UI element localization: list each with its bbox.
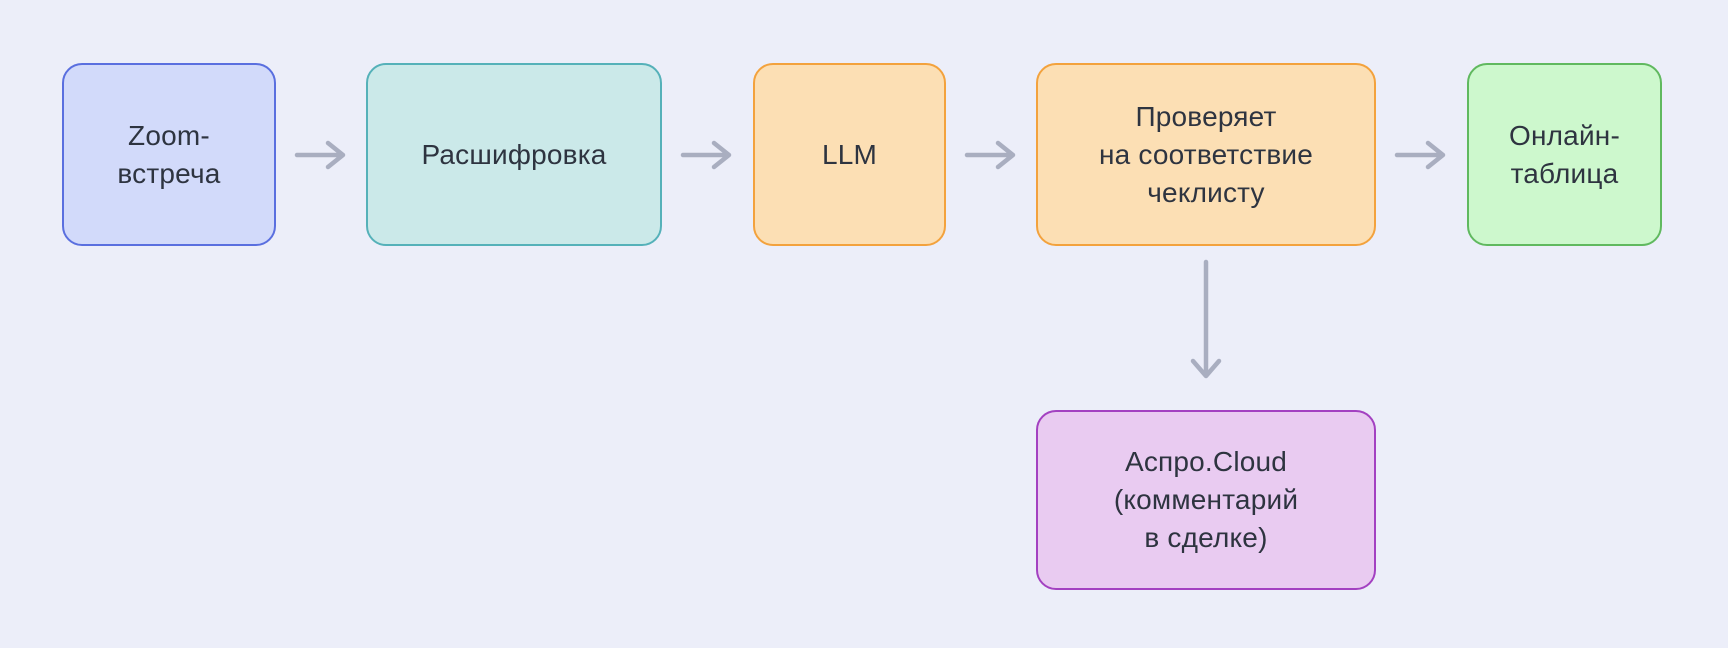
node-checklist-check: Проверяет на соответствие чеклисту [1036,63,1376,246]
arrow-right-icon [294,140,346,170]
arrow-right-icon [680,140,732,170]
node-zoom-meeting-label: Zoom- встреча [117,119,221,189]
node-llm: LLM [753,63,946,246]
node-zoom-meeting: Zoom- встреча [62,63,276,246]
node-checklist-check-label: Проверяет на соответствие чеклисту [1098,100,1314,208]
node-transcription-label: Расшифровка [421,138,607,170]
arrow-down-icon [1190,259,1222,379]
node-aspro-cloud: Аспро.Cloud (комментарий в сделке) [1036,410,1376,590]
node-transcription: Расшифровка [366,63,662,246]
node-llm-label: LLM [821,138,878,170]
arrow-right-icon [964,140,1016,170]
node-online-table: Онлайн- таблица [1467,63,1662,246]
arrow-right-icon [1394,140,1446,170]
node-aspro-cloud-label: Аспро.Cloud (комментарий в сделке) [1113,446,1299,553]
node-online-table-label: Онлайн- таблица [1509,119,1620,189]
